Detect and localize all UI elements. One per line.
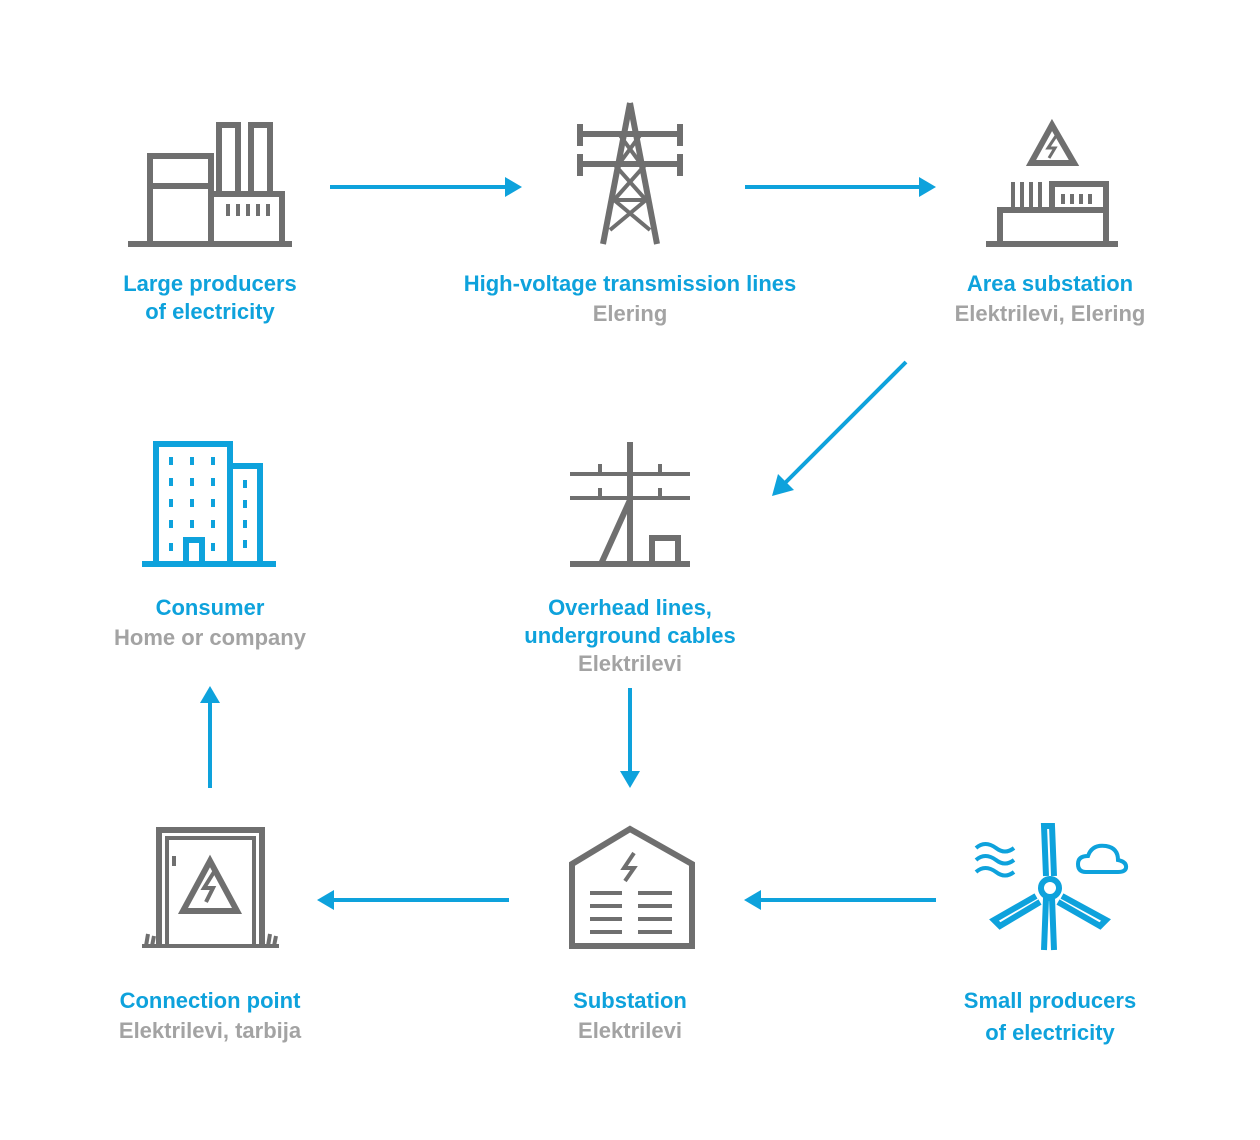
flow-arrow-area-substation-to-overhead	[772, 360, 908, 496]
flow-arrow-small-producers-to-substation	[744, 890, 936, 910]
node-title: underground cables	[524, 623, 736, 648]
flow-arrow-overhead-to-substation	[620, 688, 640, 788]
node-overhead: Overhead lines, underground cables Elekt…	[470, 594, 790, 678]
node-title: Area substation	[966, 271, 1134, 296]
power-plant-icon	[128, 122, 292, 247]
node-title: of electricity	[985, 1020, 1115, 1045]
substation-icon	[569, 825, 695, 949]
wind-turbine-icon	[974, 823, 1129, 951]
node-title: Overhead lines,	[548, 595, 712, 620]
node-title: High-voltage transmission lines	[463, 271, 797, 296]
node-area-substation: Area substation Elektrilevi, Elering	[920, 270, 1180, 330]
node-transmission: High-voltage transmission lines Elering	[410, 270, 850, 330]
node-title: Consumer	[155, 595, 265, 620]
node-title: Connection point	[119, 988, 301, 1013]
node-subtitle: Home or company	[114, 625, 306, 650]
area-substation-icon	[986, 118, 1118, 247]
node-subtitle: Elektrilevi, Elering	[954, 301, 1146, 326]
node-subtitle: Elektrilevi	[578, 651, 682, 676]
node-connection: Connection point Elektrilevi, tarbija	[70, 987, 350, 1047]
node-small-producers: Small producers of electricity	[920, 987, 1180, 1051]
node-subtitle: Elering	[592, 301, 668, 326]
node-title: of electricity	[145, 299, 275, 324]
utility-pole-icon	[570, 442, 690, 567]
node-consumer: Consumer Home or company	[80, 594, 340, 654]
node-title: Substation	[573, 988, 687, 1013]
connection-cabinet-icon	[142, 827, 279, 948]
building-icon	[142, 441, 276, 567]
transmission-tower-icon	[577, 102, 683, 245]
node-large-producers: Large producers of electricity	[90, 270, 330, 326]
flow-arrow-transmission-to-area-substation	[745, 177, 936, 197]
flow-arrow-connection-to-consumer	[200, 686, 220, 788]
node-title: Small producers	[963, 988, 1137, 1013]
node-subtitle: Elektrilevi	[578, 1018, 682, 1043]
node-title: Large producers	[123, 271, 297, 296]
node-subtitle: Elektrilevi, tarbija	[118, 1018, 302, 1043]
node-substation: Substation Elektrilevi	[500, 987, 760, 1047]
flow-arrow-substation-to-connection	[317, 890, 509, 910]
flow-arrow-large-producers-to-transmission	[330, 177, 522, 197]
